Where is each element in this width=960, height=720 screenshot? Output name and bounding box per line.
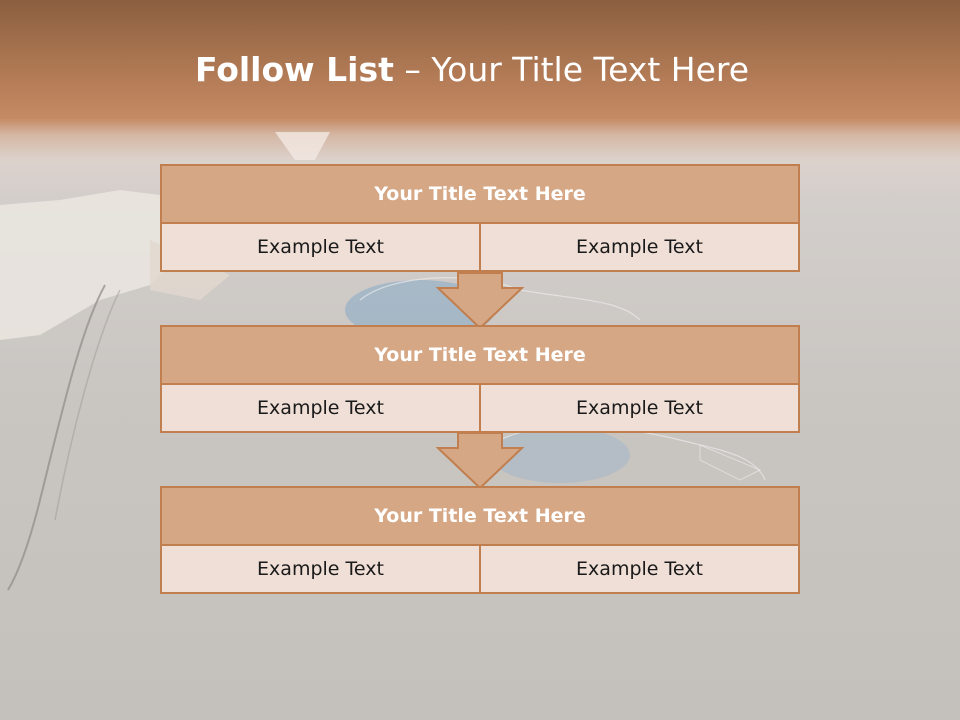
table-row: Example Text Example Text [162, 385, 798, 431]
table-cell-right: Example Text [479, 224, 798, 270]
down-arrow-icon [436, 432, 524, 490]
slide-title: Follow List – Your Title Text Here [0, 50, 944, 89]
arm-silhouette [0, 190, 165, 340]
table-row: Example Text Example Text [162, 224, 798, 270]
title-bold-part: Follow List [194, 50, 394, 89]
table-cell-left: Example Text [162, 224, 479, 270]
table-cell-right: Example Text [479, 546, 798, 592]
table-header: Your Title Text Here [162, 327, 798, 385]
table-cell-left: Example Text [162, 546, 479, 592]
table-cell-right: Example Text [479, 385, 798, 431]
title-regular-part: – Your Title Text Here [393, 50, 750, 89]
follow-table-2: Your Title Text Here Example Text Exampl… [160, 325, 800, 433]
lamp-glow [275, 132, 330, 160]
cable-line [7, 284, 106, 591]
table-header: Your Title Text Here [162, 166, 798, 224]
table-cell-left: Example Text [162, 385, 479, 431]
down-arrow-icon [436, 272, 524, 330]
table-header: Your Title Text Here [162, 488, 798, 546]
follow-table-1: Your Title Text Here Example Text Exampl… [160, 164, 800, 272]
table-row: Example Text Example Text [162, 546, 798, 592]
follow-table-3: Your Title Text Here Example Text Exampl… [160, 486, 800, 594]
